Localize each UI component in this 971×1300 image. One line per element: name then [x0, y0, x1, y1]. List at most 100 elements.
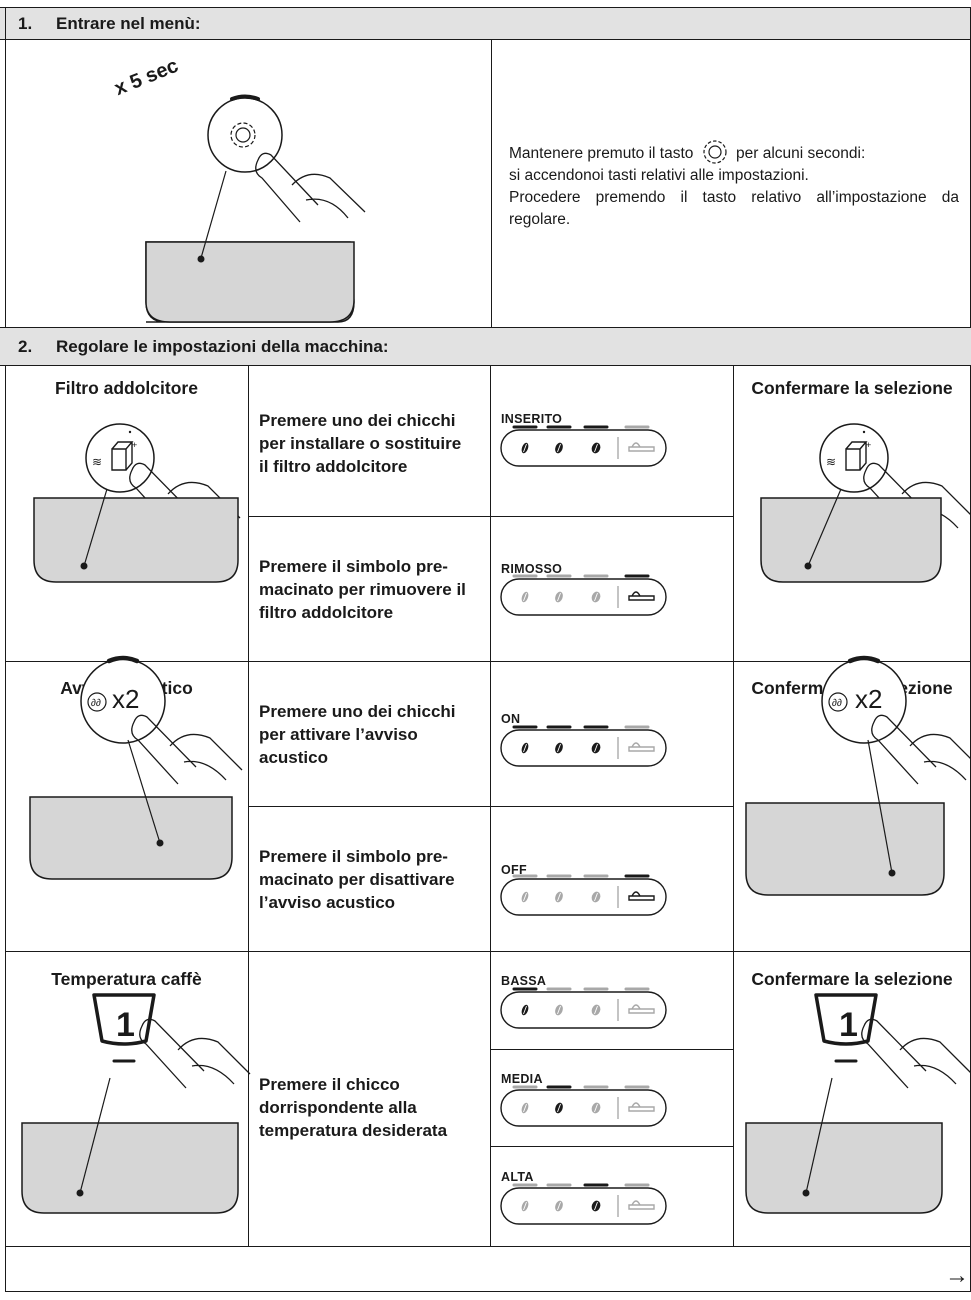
- svg-text:∂∂: ∂∂: [91, 698, 101, 709]
- bean-1-icon: [521, 891, 529, 903]
- bean-2-icon: [555, 591, 563, 603]
- section-1-header: 1. Entrare nel menù:: [0, 7, 971, 40]
- bean-1-icon: [521, 591, 529, 603]
- section-1-title: Entrare nel menù:: [56, 13, 201, 33]
- panel-label-bassa: BASSA: [501, 974, 547, 988]
- row-3-title: Temperatura caffè: [51, 969, 202, 989]
- panel-label-off: OFF: [501, 863, 527, 877]
- ground-coffee-icon: [628, 1200, 655, 1210]
- ground-coffee-icon: [628, 591, 655, 601]
- control-panel: [500, 574, 667, 616]
- row-1-confirm-title: Confermare la selezione: [751, 378, 953, 398]
- section-1-divider: [491, 40, 492, 327]
- row-divider-3: [5, 1246, 971, 1247]
- svg-text:+: +: [866, 440, 871, 450]
- control-panel: [500, 874, 667, 916]
- descale-drop-icon: ∂∂: [828, 692, 848, 712]
- bean-3-icon: [591, 742, 601, 754]
- ground-coffee-icon: [628, 891, 655, 901]
- row-1-option-1-instruction: Premere uno dei chicchi per installare o…: [259, 411, 462, 476]
- bean-1-icon: [521, 442, 529, 454]
- bean-3-icon: [591, 591, 601, 603]
- row-2-x2-label: x2: [112, 684, 140, 714]
- menu-button-press-drawing: [145, 94, 366, 323]
- section-2-header: 2. Regolare le impostazioni della macchi…: [0, 327, 971, 366]
- control-panel: [500, 725, 667, 767]
- col-divider-3: [733, 366, 734, 1246]
- instruction-line-4: regolare.: [509, 211, 571, 228]
- row-1-title: Filtro addolcitore: [55, 378, 198, 398]
- row-2-confirm-x2-label: x2: [855, 684, 883, 714]
- settings-gear-icon: [230, 122, 256, 148]
- control-panel: [500, 1085, 667, 1127]
- bean-3-icon: [591, 891, 601, 903]
- bean-2-icon: [555, 742, 563, 754]
- bean-3-icon: [591, 1004, 601, 1016]
- panel-label-rimosso: RIMOSSO: [501, 562, 563, 576]
- water-filter-icon: ≋+: [92, 430, 137, 471]
- bean-1-icon: [521, 1102, 529, 1114]
- panel-label-media: MEDIA: [501, 1072, 543, 1086]
- water-filter-icon: ≋+: [826, 430, 871, 471]
- water-filter-button: ≋+: [85, 423, 155, 493]
- row-2-option-1-instruction: Premere uno dei chicchi per attivare l’a…: [259, 702, 456, 767]
- bean-1-icon: [521, 1200, 529, 1212]
- row-divider-1: [5, 661, 971, 662]
- section-2-title: Regolare le impostazioni della macchina:: [56, 336, 389, 356]
- pressing-hand: [129, 462, 241, 533]
- panel-label-inserito: INSERITO: [501, 412, 563, 426]
- descale-drop-icon: ∂∂: [87, 692, 107, 712]
- svg-text:+: +: [132, 440, 137, 450]
- option-divider-4: [490, 1146, 733, 1147]
- ground-coffee-icon: [628, 1102, 655, 1112]
- bean-2-icon: [555, 891, 563, 903]
- svg-text:≋: ≋: [92, 455, 102, 469]
- pressing-hand: [139, 1018, 251, 1089]
- ground-coffee-icon: [628, 742, 655, 752]
- table-left-border: [5, 7, 6, 1292]
- svg-text:≋: ≋: [826, 455, 836, 469]
- pressing-hand: [871, 714, 971, 785]
- panel-label-alta: ALTA: [501, 1170, 534, 1184]
- bean-1-icon: [521, 742, 529, 754]
- row-3-instruction: Premere il chicco dorrispondente alla te…: [259, 1075, 448, 1140]
- drip-tray: [21, 1122, 239, 1214]
- control-panel: [500, 425, 667, 467]
- svg-text:∂∂: ∂∂: [832, 698, 842, 709]
- water-filter-button: ≋+: [819, 423, 889, 493]
- row-divider-2: [5, 951, 971, 952]
- drip-tray: [745, 802, 945, 896]
- pressing-hand: [861, 1018, 971, 1089]
- table-bottom-border: [5, 1291, 971, 1292]
- bean-2-icon: [555, 1200, 563, 1212]
- pressing-hand: [131, 714, 243, 785]
- next-page-arrow[interactable]: →: [945, 1262, 969, 1289]
- option-divider-3: [490, 1049, 733, 1050]
- ground-coffee-icon: [628, 442, 655, 452]
- bean-2-icon: [555, 442, 563, 454]
- temperature-cup-button: [92, 993, 156, 1063]
- row-1-option-2-instruction: Premere il simbolo pre- macinato per rim…: [259, 557, 466, 622]
- row-3-cup-1-label: 1: [116, 1006, 135, 1044]
- bean-3-icon: [591, 442, 601, 454]
- pressing-hand: [863, 462, 971, 533]
- bean-2-icon: [555, 1004, 563, 1016]
- control-panel: [500, 1183, 667, 1225]
- section-1-number: 1.: [18, 13, 33, 33]
- row-2-option-2-instruction: Premere il simbolo pre- macinato per dis…: [259, 847, 455, 912]
- instruction-line-1: Mantenere premuto il tasto per alcuni se…: [509, 140, 959, 165]
- section-2-number: 2.: [18, 336, 33, 356]
- row-3-confirm-cup-1-label: 1: [839, 1006, 858, 1044]
- control-panel: [500, 987, 667, 1029]
- bean-1-icon: [521, 1004, 529, 1016]
- panel-label-on: ON: [501, 712, 521, 726]
- drip-tray: [760, 497, 942, 583]
- row-3-confirm-title: Confermare la selezione: [751, 969, 953, 989]
- temperature-cup-button: [814, 993, 878, 1063]
- drip-tray: [33, 497, 239, 583]
- acoustic-alert-button: ∂∂: [821, 655, 907, 744]
- option-divider-1: [248, 516, 733, 517]
- instruction-line-3: Procedere premendo il tasto relativo all…: [509, 189, 959, 206]
- bean-3-icon: [591, 1200, 601, 1212]
